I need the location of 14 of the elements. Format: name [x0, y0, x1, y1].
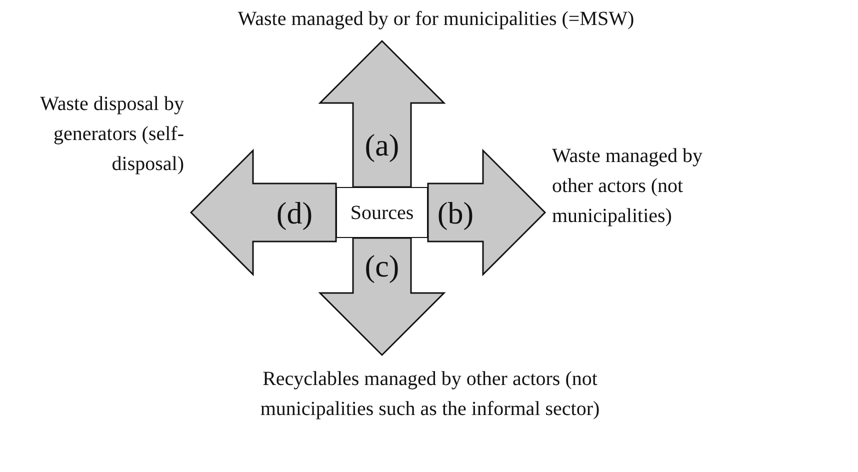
edge-label: (b) — [437, 197, 474, 228]
edge-label: (c) — [364, 250, 400, 281]
node-label: Waste disposal by generators (self-disposal) — [40, 92, 184, 177]
node-label: Waste managed by or for municipalities (=MSW) — [238, 7, 634, 32]
box-label: Sources — [350, 200, 414, 226]
edge-label: (a) — [364, 130, 400, 160]
edge-label: (d) — [276, 197, 313, 228]
block-arrow — [318, 237, 446, 356]
block-arrow — [427, 148, 546, 276]
block-arrow — [190, 148, 337, 276]
block-arrow — [318, 40, 446, 188]
node-label: Waste managed by other actors (not municipalities) — [552, 144, 704, 229]
node-label: Recyclables managed by other actors (not municipalities such as the informal sector) — [259, 367, 601, 422]
source-box — [336, 187, 428, 238]
